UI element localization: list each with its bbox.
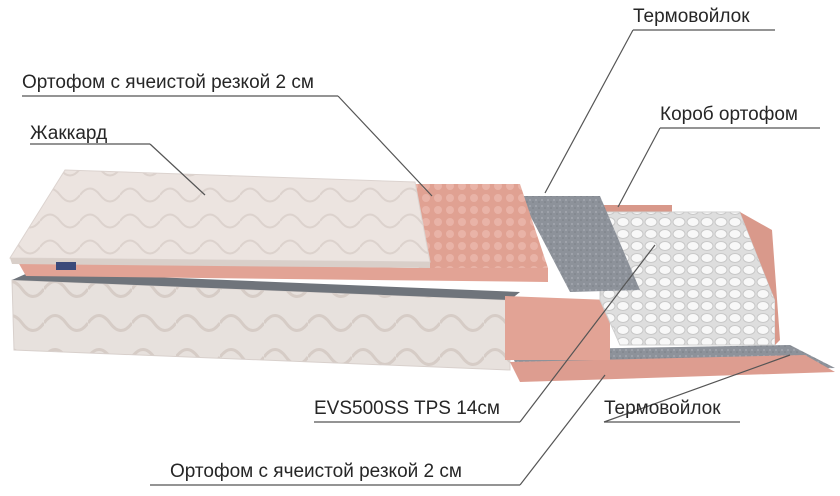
top-foam-layer: [405, 184, 548, 275]
leader-springs: [519, 244, 656, 423]
top-foam-front: [18, 262, 548, 282]
brand-tag: [56, 262, 76, 270]
label-orthofoam-bottom: Ортофом с ячеистой резкой 2 см: [170, 461, 462, 482]
label-thermal-felt-bottom: Термовойлок: [604, 398, 721, 419]
leader-orthofoam-top: [337, 95, 433, 197]
foam-box-side: [505, 296, 610, 360]
leader-foam-box: [617, 127, 661, 208]
label-springs: EVS500SS TPS 14см: [314, 398, 500, 419]
leader-orthofoam-bottom: [519, 374, 606, 486]
leader-thermal-felt-top: [544, 29, 634, 194]
foam-box-right: [740, 212, 780, 345]
label-foam-box: Короб ортофом: [660, 104, 798, 125]
label-orthofoam-top: Ортофом с ячеистой резкой 2 см: [22, 72, 314, 93]
leader-jacquard: [149, 143, 206, 196]
mattress-base-top-edge: [12, 272, 520, 300]
label-thermal-felt-top: Термовойлок: [633, 6, 750, 27]
jacquard-edge: [10, 258, 430, 268]
top-felt-layer: [520, 196, 640, 292]
mattress-base-side: [11, 279, 511, 371]
bottom-foam-layer: [510, 355, 835, 382]
label-jacquard: Жаккард: [30, 123, 108, 144]
jacquard-cover: [9, 169, 431, 263]
leader-thermal-felt-bottom: [603, 354, 791, 423]
